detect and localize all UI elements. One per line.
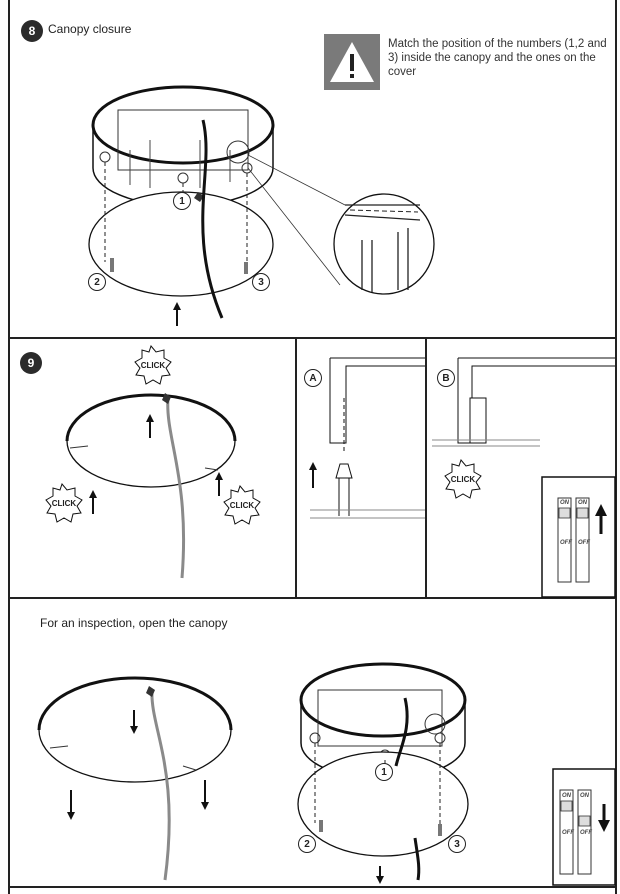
warning-text: Match the position of the numbers (1,2 a… <box>388 38 607 78</box>
panel-a-label: A <box>304 369 322 387</box>
inspection-illustration: ON ON OFF OFF <box>37 662 616 886</box>
divider-8-9 <box>8 337 616 339</box>
frame-left <box>8 0 10 894</box>
frame-bottom <box>8 886 616 888</box>
svg-text:CLICK: CLICK <box>141 361 166 370</box>
step-8-badge: 8 <box>21 20 43 42</box>
svg-text:ON: ON <box>562 793 572 799</box>
svg-text:OFF: OFF <box>580 830 592 836</box>
marker-1: 1 <box>173 192 191 210</box>
svg-text:OFF: OFF <box>560 540 572 546</box>
svg-text:ON: ON <box>578 500 588 506</box>
click-burst-right: CLICK <box>223 484 261 525</box>
divider-9-inspection <box>8 597 616 599</box>
marker-2: 2 <box>88 273 106 291</box>
svg-text:CLICK: CLICK <box>451 475 476 484</box>
svg-text:ON: ON <box>580 793 590 799</box>
inspection-marker-1: 1 <box>375 763 393 781</box>
inspection-marker-3: 3 <box>448 835 466 853</box>
svg-text:OFF: OFF <box>578 540 590 546</box>
click-burst-left: CLICK <box>45 482 83 523</box>
canopy-assembly-illustration <box>88 85 435 326</box>
warning-icon <box>324 34 380 90</box>
svg-text:ON: ON <box>560 500 570 506</box>
step-8-title: Canopy closure <box>48 22 132 36</box>
svg-text:CLICK: CLICK <box>230 501 255 510</box>
frame-right <box>615 0 617 894</box>
panel-b-label: B <box>437 369 455 387</box>
inspection-title: For an inspection, open the canopy <box>40 616 228 630</box>
svg-text:OFF: OFF <box>562 830 574 836</box>
click-burst-top: CLICK <box>134 344 172 385</box>
divider-a-b <box>425 337 427 598</box>
divider-9-a <box>295 337 297 598</box>
step-9-illustration: CLICK CLICK CLICK CLICK ON ON OFF OFF <box>45 344 616 598</box>
inspection-marker-2: 2 <box>298 835 316 853</box>
step-9-badge: 9 <box>20 352 42 374</box>
marker-3: 3 <box>252 273 270 291</box>
svg-text:CLICK: CLICK <box>52 499 77 508</box>
click-burst-panel-b: CLICK <box>444 458 482 499</box>
